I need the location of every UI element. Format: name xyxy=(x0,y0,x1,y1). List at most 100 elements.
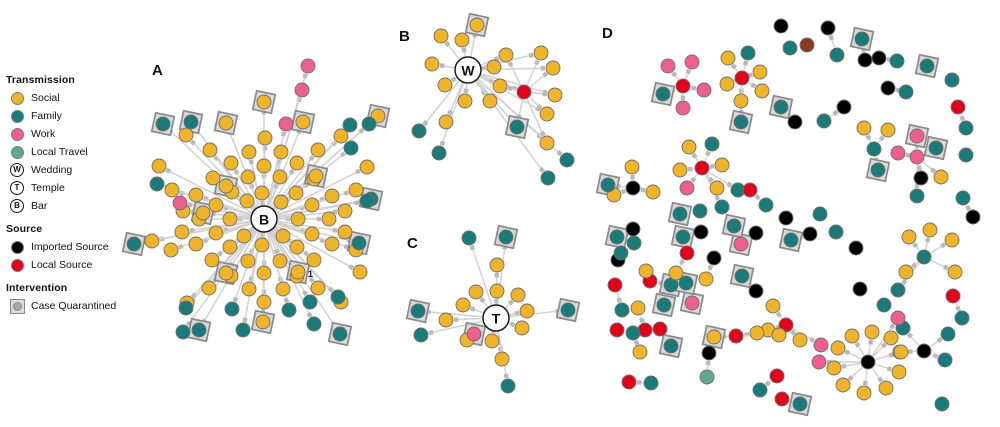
quarantine-marker xyxy=(728,109,754,135)
edge-arrowhead xyxy=(319,196,326,203)
edge xyxy=(481,67,542,71)
edge-arrowhead xyxy=(789,399,795,405)
temple-swatch: T xyxy=(6,179,28,197)
quarantine-marker xyxy=(186,317,212,343)
edge-arrowhead xyxy=(511,85,518,92)
case-node-source xyxy=(663,338,679,354)
edge-arrowhead xyxy=(283,297,290,303)
case-node xyxy=(224,301,240,317)
case-node-source xyxy=(638,263,654,279)
case-node-source xyxy=(812,206,828,222)
case-node xyxy=(500,378,516,394)
quarantine-marker xyxy=(865,157,891,183)
case-node xyxy=(774,391,790,407)
edge xyxy=(673,88,676,91)
quarantine-marker xyxy=(658,333,684,359)
case-node-source xyxy=(898,84,914,100)
edge-arrowhead xyxy=(472,32,478,38)
edge-arrowhead xyxy=(542,91,548,97)
edge-arrowhead xyxy=(296,97,302,103)
edge-arrowhead xyxy=(469,244,476,251)
edge xyxy=(531,92,544,95)
edge xyxy=(182,192,251,216)
edge-arrowhead xyxy=(234,237,241,244)
case-node-source xyxy=(816,113,832,129)
edge-arrowhead xyxy=(730,63,737,70)
case-node xyxy=(811,354,827,370)
edge xyxy=(875,354,891,361)
edge xyxy=(864,369,868,382)
edge xyxy=(206,198,252,216)
edge xyxy=(619,185,626,188)
edge xyxy=(267,76,306,206)
edge xyxy=(518,99,524,116)
edge xyxy=(272,208,275,211)
case-node xyxy=(256,94,272,110)
edge-arrowhead xyxy=(233,168,240,175)
edge xyxy=(708,171,729,185)
case-node xyxy=(652,321,668,337)
edge xyxy=(792,328,812,340)
edge-arrowhead xyxy=(747,72,754,79)
edge-arrowhead xyxy=(288,168,295,175)
edge-arrowhead xyxy=(536,132,543,140)
edge-arrowhead xyxy=(739,88,744,94)
case-node xyxy=(202,142,218,158)
legend-item-label: Local Source xyxy=(31,259,93,271)
case-node xyxy=(278,116,294,132)
edge-arrowhead xyxy=(615,183,621,189)
case-node xyxy=(256,294,272,310)
edge-arrowhead xyxy=(439,63,445,69)
case-node xyxy=(218,265,234,281)
case-node xyxy=(455,297,471,313)
case-node-source xyxy=(934,396,950,412)
case-node-source xyxy=(944,72,960,88)
case-node xyxy=(802,226,818,242)
edge-arrowhead xyxy=(340,151,347,158)
edge xyxy=(704,154,709,161)
legend-item-family: Family xyxy=(6,107,136,125)
edge-arrowhead xyxy=(965,205,972,211)
edge-arrowhead xyxy=(910,262,917,269)
edge xyxy=(743,64,747,71)
case-node-source xyxy=(889,53,905,69)
edge xyxy=(923,152,926,155)
case-node xyxy=(431,145,447,161)
edge xyxy=(475,325,486,334)
case-node xyxy=(878,380,894,396)
edge xyxy=(268,187,277,207)
edge-arrowhead xyxy=(556,150,563,157)
edge-arrowhead xyxy=(281,131,287,137)
case-node-source xyxy=(728,328,744,344)
case-node xyxy=(720,50,736,66)
case-node xyxy=(857,52,873,68)
case-node-source xyxy=(860,354,876,370)
hub-node-t xyxy=(482,304,510,332)
social-dot-icon xyxy=(10,91,24,105)
case-node xyxy=(740,45,756,61)
edge xyxy=(868,138,872,143)
edge xyxy=(272,158,312,209)
edge xyxy=(272,229,312,280)
case-node xyxy=(693,224,709,240)
case-node xyxy=(333,294,349,310)
case-node xyxy=(324,236,340,252)
edge-arrowhead xyxy=(189,297,196,304)
case-node-source xyxy=(609,322,625,338)
case-node xyxy=(459,332,475,348)
edge-arrowhead xyxy=(302,182,310,189)
edge-arrowhead xyxy=(507,116,514,123)
edge xyxy=(193,220,251,231)
edge-arrowhead xyxy=(261,110,267,115)
edge xyxy=(470,36,476,57)
case-node xyxy=(256,158,272,174)
edge xyxy=(778,315,783,319)
edge-arrowhead xyxy=(886,57,892,63)
case-node xyxy=(880,80,896,96)
edge-arrowhead xyxy=(226,129,233,136)
edge xyxy=(495,276,498,305)
edge xyxy=(277,220,334,231)
case-node xyxy=(606,187,622,203)
edge-arrowhead xyxy=(163,184,170,190)
